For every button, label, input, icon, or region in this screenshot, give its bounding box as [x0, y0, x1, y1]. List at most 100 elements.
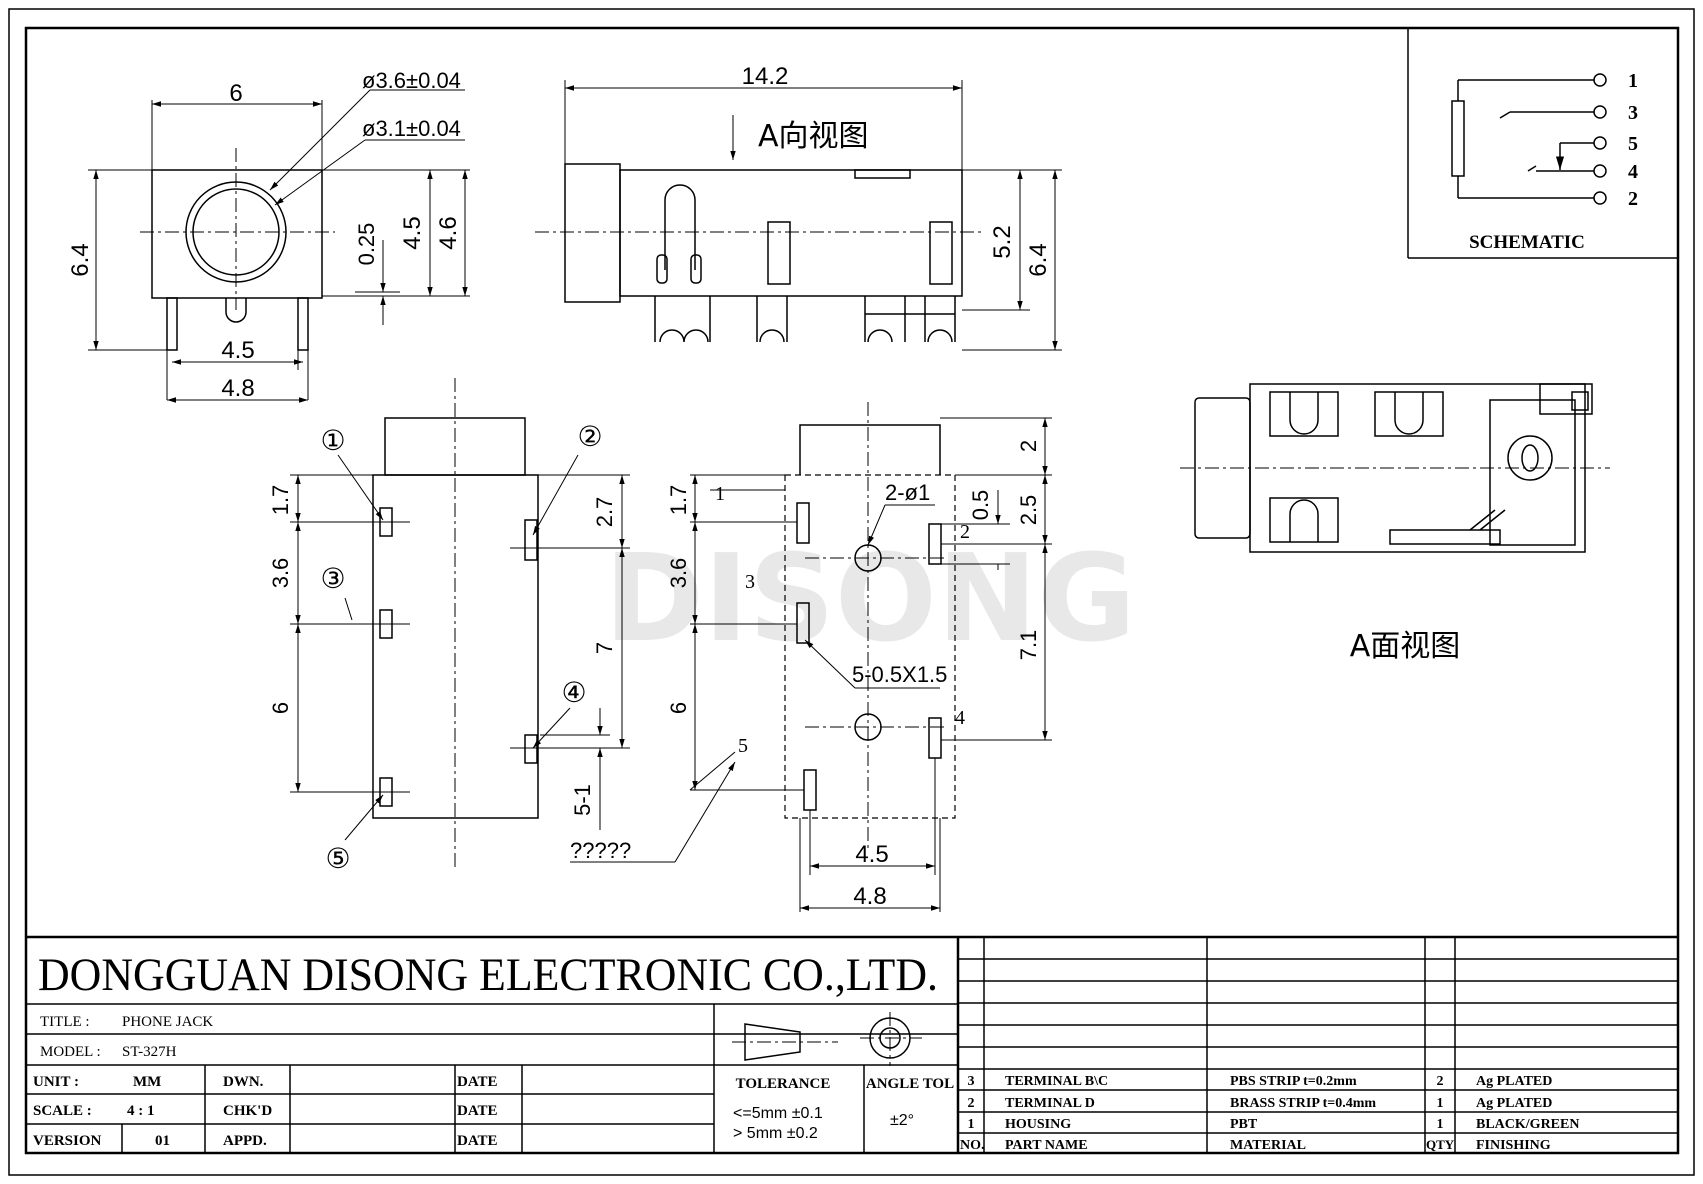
front-view [88, 89, 470, 403]
pin-label-4: ④ [561, 676, 586, 709]
scale-label: SCALE : [33, 1103, 92, 1119]
a-face-view [1180, 383, 1610, 553]
model-value: ST-327H [122, 1044, 177, 1060]
dim-4-5-vertical: 4.5 [399, 216, 426, 249]
dim-width-6: 6 [229, 80, 242, 107]
label-a-face-view: A面视图 [1350, 629, 1461, 664]
dim-height-6-4-right: 6.4 [1025, 243, 1052, 276]
schematic-pin-3: 3 [1628, 102, 1638, 124]
pcb-pin-4: 4 [955, 707, 965, 729]
bom-row-2-material: BRASS STRIP t=0.4mm [1230, 1096, 1376, 1111]
schematic-box [1407, 28, 1678, 259]
bom-header-no: NO. [960, 1138, 985, 1153]
dim-pcb-6: 6 [666, 702, 691, 714]
title-block-grid [26, 935, 1678, 1153]
dim-right-5-1: 5-1 [570, 784, 595, 816]
title-label: TITLE : [40, 1014, 90, 1030]
schematic-pin-1: 1 [1628, 70, 1638, 92]
pcb-pin-5: 5 [738, 735, 748, 757]
schematic-pin-2: 2 [1628, 188, 1638, 210]
bom-row-2-finishing: Ag PLATED [1476, 1096, 1552, 1111]
dim-left-3-6: 3.6 [268, 558, 293, 589]
model-label: MODEL : [40, 1044, 101, 1060]
dim-pcb-3-6: 3.6 [666, 558, 691, 589]
dim-pin-4-5: 4.5 [221, 337, 254, 364]
pin-label-1: ① [320, 424, 345, 457]
bom-row-1-material: PBS STRIP t=0.2mm [1230, 1074, 1357, 1089]
dim-left-6: 6 [268, 702, 293, 714]
bom-header-finishing: FINISHING [1476, 1138, 1551, 1153]
date-label-2: DATE [457, 1103, 498, 1119]
chkd-label: CHK'D [223, 1103, 272, 1119]
dim-left-1-7: 1.7 [268, 485, 293, 516]
pin-label-3: ③ [320, 562, 345, 595]
dim-pcb-slots: 5-0.5X1.5 [852, 662, 947, 687]
angle-tol-label: ANGLE TOL [866, 1076, 954, 1092]
dim-pcb-4-5: 4.5 [855, 841, 888, 868]
dim-pcb-1-7: 1.7 [666, 485, 691, 516]
bom-header-qty: QTY [1426, 1137, 1455, 1152]
schematic-title: SCHEMATIC [1469, 232, 1585, 253]
dim-right-7: 7 [592, 642, 617, 654]
dim-4-6-vertical: 4.6 [435, 216, 462, 249]
pcb-pin-1: 1 [715, 483, 725, 505]
bom-row-1-qty: 2 [1437, 1074, 1444, 1089]
bom-row-2-part: TERMINAL D [1005, 1096, 1095, 1111]
version-value: 01 [155, 1133, 170, 1149]
pcb-layout-view [689, 402, 1052, 912]
dim-pcb-2-5: 2.5 [1016, 495, 1041, 526]
unit-value: MM [133, 1074, 161, 1090]
bom-row-2-qty: 1 [1437, 1096, 1444, 1111]
tolerance-label: TOLERANCE [736, 1076, 831, 1092]
dim-pcb-0-5: 0.5 [968, 490, 993, 521]
bom-row-3-finishing: BLACK/GREEN [1476, 1117, 1579, 1132]
company-name: DONGGUAN DISONG ELECTRONIC CO.,LTD. [38, 949, 938, 1001]
scale-value: 4 : 1 [127, 1103, 155, 1119]
tolerance-line-1: <=5mm ±0.1 [733, 1105, 823, 1122]
dim-pcb-holes: 2-ø1 [885, 480, 930, 505]
unit-label: UNIT : [33, 1074, 79, 1090]
pcb-pin-3: 3 [745, 571, 755, 593]
angle-tol-value: ±2° [890, 1112, 914, 1129]
dim-dia-inner: ø3.1±0.04 [362, 116, 461, 141]
bom-row-1-part: TERMINAL B\C [1005, 1074, 1108, 1089]
note-text: ????? [570, 838, 631, 863]
bom-header-material: MATERIAL [1230, 1138, 1306, 1153]
title-value: PHONE JACK [122, 1014, 213, 1030]
date-label-3: DATE [457, 1133, 498, 1149]
label-a-direction-view: A向视图 [758, 119, 869, 154]
date-label-1: DATE [457, 1074, 498, 1090]
dim-pcb-4-8: 4.8 [853, 883, 886, 910]
version-label: VERSION [33, 1133, 102, 1149]
bom-row-2-no: 2 [968, 1096, 975, 1111]
bom-row-1-finishing: Ag PLATED [1476, 1074, 1552, 1089]
schematic-pin-5: 5 [1628, 133, 1638, 155]
dim-pin-4-8: 4.8 [221, 375, 254, 402]
dwn-label: DWN. [223, 1074, 264, 1090]
bom-row-3-part: HOUSING [1005, 1117, 1071, 1132]
bom-row-3-no: 1 [968, 1117, 975, 1132]
dim-dia-outer: ø3.6±0.04 [362, 68, 461, 93]
dim-height-5-2: 5.2 [989, 225, 1016, 258]
watermark: DISONG [604, 530, 1136, 669]
bom-row-3-material: PBT [1230, 1117, 1258, 1132]
dim-right-2-7: 2.7 [592, 497, 617, 528]
dim-height-6-4: 6.4 [67, 243, 94, 276]
side-view [535, 80, 1062, 351]
dim-0-25: 0.25 [354, 223, 379, 266]
pin-label-5: ⑤ [325, 842, 350, 875]
dim-length-14-2: 14.2 [742, 63, 789, 90]
bom-header-part: PART NAME [1005, 1138, 1088, 1153]
dim-pcb-2: 2 [1016, 440, 1041, 452]
appd-label: APPD. [223, 1133, 267, 1149]
dim-pcb-7-1: 7.1 [1016, 630, 1041, 661]
pcb-pin-2: 2 [960, 521, 970, 543]
pin-view-left [290, 378, 736, 870]
tolerance-line-2: > 5mm ±0.2 [733, 1125, 818, 1142]
bom-row-1-no: 3 [968, 1074, 975, 1089]
bom-row-3-qty: 1 [1437, 1117, 1444, 1132]
outer-border [8, 8, 1695, 1176]
schematic-pin-4: 4 [1628, 161, 1638, 183]
pin-label-2: ② [577, 420, 602, 453]
